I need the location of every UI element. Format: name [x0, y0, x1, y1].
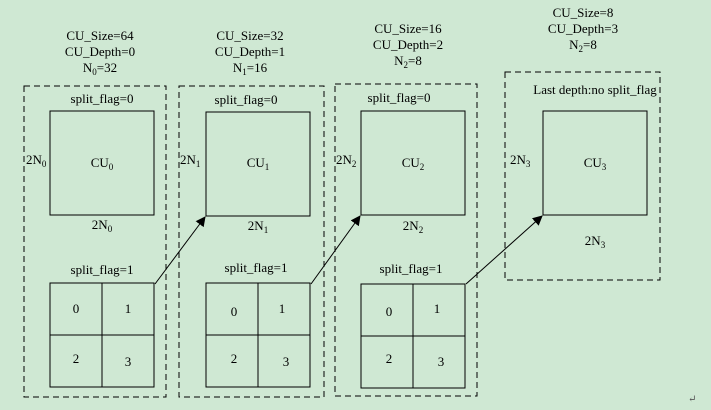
level-2-bottom-label: 2N2 [403, 218, 423, 235]
level-1-cu-label: CU1 [247, 155, 270, 172]
level-1-dashed-frame [178, 85, 325, 398]
level-1-n-value: N1=16 [233, 60, 268, 77]
level-2-quad-1: 1 [434, 301, 441, 316]
level-2: CU_Size=16 CU_Depth=2 N2=8 split_flag=0 … [334, 21, 478, 397]
level-1-split-flag-0: split_flag=0 [215, 92, 278, 107]
level-3-size: CU_Size=8 [553, 5, 614, 20]
level-3-dashed-frame [504, 71, 661, 281]
level-0-split-flag-0: split_flag=0 [71, 91, 134, 106]
level-1-quad-0: 0 [231, 304, 238, 319]
level-0-quad-1: 1 [125, 301, 132, 316]
level-2-split-flag-1: split_flag=1 [380, 261, 443, 276]
level-1-size: CU_Size=32 [216, 28, 283, 43]
level-0-size: CU_Size=64 [66, 28, 134, 43]
level-0-quad-3: 3 [125, 354, 132, 369]
level-0-cu-label: CU0 [91, 155, 114, 172]
level-0-quad-0: 0 [73, 301, 80, 316]
level-0-bottom-label: 2N0 [92, 217, 113, 234]
level-3-cu-label: CU3 [584, 155, 607, 172]
level-1-quad-2: 2 [231, 351, 238, 366]
level-2-side-label: 2N2 [336, 152, 356, 169]
level-3-n-value: N2=8 [569, 37, 597, 54]
level-2-split-flag-0: split_flag=0 [368, 90, 431, 105]
level-0-side-label: 2N0 [26, 152, 47, 169]
level-3-side-label: 2N3 [510, 152, 531, 169]
level-3-no-split-label: Last depth:no split_flag [533, 82, 657, 97]
arrow-level-0-to-1 [154, 216, 206, 285]
level-2-depth: CU_Depth=2 [373, 37, 443, 52]
level-2-quad-2: 2 [386, 351, 393, 366]
level-0-n-value: N0=32 [83, 60, 117, 77]
level-3-depth: CU_Depth=3 [548, 21, 618, 36]
level-2-n-value: N2=8 [394, 53, 422, 70]
level-1-depth: CU_Depth=1 [215, 44, 285, 59]
level-2-quad-0: 0 [386, 304, 393, 319]
level-0-cu-block [49, 110, 155, 216]
level-2-cu-block [360, 110, 466, 216]
level-1-quad-1: 1 [279, 301, 286, 316]
level-1-quad-3: 3 [283, 354, 290, 369]
level-2-quad-3: 3 [438, 354, 445, 369]
return-mark: ↵ [688, 394, 696, 405]
level-1-cu-block [205, 111, 311, 217]
level-2-size: CU_Size=16 [374, 21, 442, 36]
level-1-bottom-label: 2N1 [248, 218, 268, 235]
level-2-dashed-frame [334, 83, 478, 397]
level-0-depth: CU_Depth=0 [65, 44, 135, 59]
level-1-split-flag-1: split_flag=1 [225, 260, 288, 275]
level-0-quad-2: 2 [73, 351, 80, 366]
level-3-bottom-label: 2N3 [585, 233, 606, 250]
level-0: CU_Size=64 CU_Depth=0 N0=32 split_flag=0… [23, 28, 167, 398]
level-1: CU_Size=32 CU_Depth=1 N1=16 split_flag=0… [178, 28, 325, 398]
level-2-cu-label: CU2 [402, 155, 425, 172]
level-3-cu-block [542, 110, 648, 216]
level-1-side-label: 2N1 [180, 152, 200, 169]
arrow-level-1-to-2 [310, 215, 361, 285]
level-0-split-flag-1: split_flag=1 [71, 262, 134, 277]
level-3: CU_Size=8 CU_Depth=3 N2=8 Last depth:no … [504, 5, 661, 281]
arrow-level-2-to-3 [465, 215, 543, 285]
level-0-dashed-frame [23, 85, 167, 398]
